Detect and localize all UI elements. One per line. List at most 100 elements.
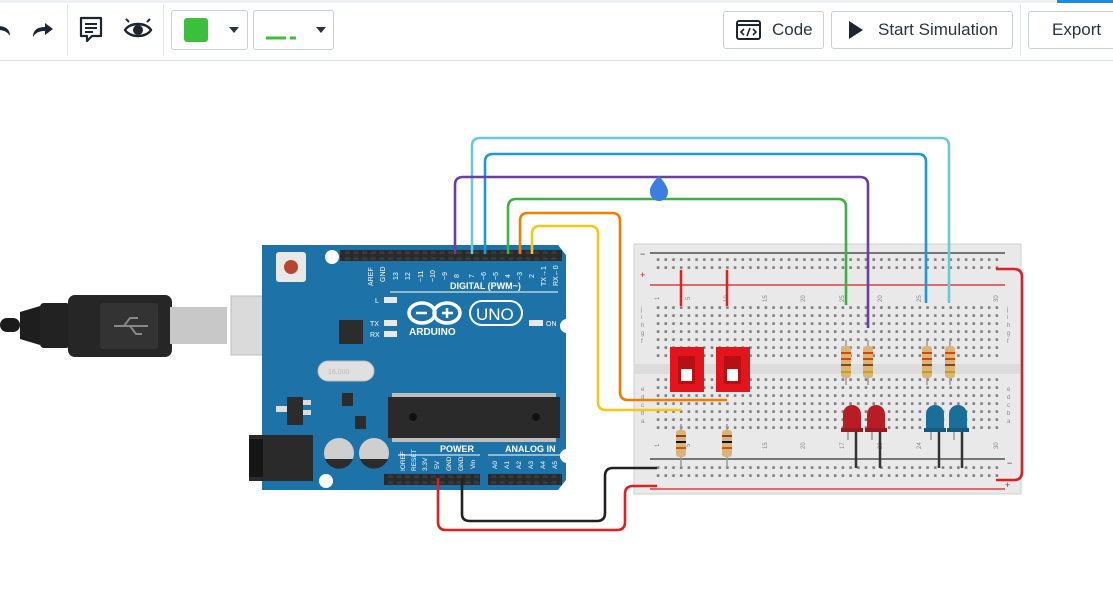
svg-text:A0: A0 <box>492 461 499 469</box>
svg-text:GND: GND <box>380 266 387 282</box>
svg-text:−: − <box>1007 458 1012 468</box>
svg-text:h: h <box>1007 323 1010 329</box>
svg-text:8: 8 <box>454 274 461 278</box>
svg-text:e: e <box>1007 387 1011 393</box>
wire-type-dropdown[interactable] <box>253 10 334 50</box>
svg-text:Vin: Vin <box>470 459 477 469</box>
svg-text:a: a <box>641 419 645 425</box>
svg-text:b: b <box>641 411 645 417</box>
svg-text:RESET: RESET <box>411 449 418 471</box>
led-red[interactable] <box>865 405 887 468</box>
wire-red[interactable] <box>996 267 1024 482</box>
export-button[interactable]: Export <box>1028 11 1113 49</box>
color-picker-dropdown[interactable] <box>171 10 248 50</box>
wire-bend-handle[interactable] <box>649 176 668 201</box>
svg-text:d: d <box>641 395 644 401</box>
svg-text:i: i <box>1007 315 1008 321</box>
resistor[interactable] <box>863 340 873 385</box>
dip-switch[interactable] <box>670 347 704 392</box>
digital-pins-label: DIGITAL (PWM~) <box>450 281 521 291</box>
svg-text:5: 5 <box>686 296 692 300</box>
digital-pin-labels: AREF GND 13 12 ~11 ~10 ~9 8 7 ~6 ~5 4 ~3… <box>368 265 560 286</box>
svg-text:25: 25 <box>840 295 846 302</box>
svg-text:1: 1 <box>655 443 661 447</box>
svg-text:TX→1: TX→1 <box>541 266 548 286</box>
circuit-canvas[interactable]: DIGITAL (PWM~) AREF GND 13 12 ~11 ~10 ~9… <box>0 61 1113 594</box>
resistor[interactable] <box>676 424 686 466</box>
wire-yellow[interactable] <box>530 224 681 412</box>
undo-arrow-icon[interactable] <box>0 14 18 46</box>
wire-style-icon <box>266 28 296 46</box>
led-blue[interactable] <box>947 405 969 468</box>
svg-text:2: 2 <box>529 274 536 278</box>
resistor[interactable] <box>922 340 932 385</box>
dip-switch[interactable] <box>716 347 750 392</box>
on-led-label: ON <box>546 321 557 328</box>
svg-text:AREF: AREF <box>368 267 375 286</box>
svg-text:12: 12 <box>405 272 412 280</box>
svg-text:j: j <box>640 307 642 313</box>
svg-text:c: c <box>1007 403 1010 409</box>
wire-light-blue[interactable] <box>470 136 951 303</box>
code-button[interactable]: Code <box>723 11 824 49</box>
svg-text:a: a <box>1007 419 1011 425</box>
arduino-brand-label: ARDUINO <box>409 327 456 338</box>
resistor[interactable] <box>945 340 955 385</box>
eye-icon[interactable] <box>123 14 153 46</box>
play-icon <box>849 21 863 39</box>
svg-text:5V: 5V <box>434 460 441 469</box>
svg-text:20: 20 <box>801 442 807 449</box>
svg-text:30: 30 <box>994 442 1000 449</box>
redo-arrow-icon[interactable] <box>27 14 57 46</box>
usb-symbol-icon <box>114 317 148 335</box>
svg-text:30: 30 <box>994 295 1000 302</box>
svg-text:A3: A3 <box>528 461 535 469</box>
svg-text:e: e <box>641 387 645 393</box>
svg-text:c: c <box>641 403 644 409</box>
resistor[interactable] <box>722 424 732 466</box>
notes-icon[interactable] <box>76 14 106 46</box>
chevron-down-icon <box>316 27 326 33</box>
svg-text:~10: ~10 <box>430 270 437 282</box>
svg-text:A2: A2 <box>516 461 523 469</box>
code-icon <box>736 20 761 40</box>
usb-cable[interactable] <box>0 295 280 357</box>
svg-text:3.3V: 3.3V <box>422 457 429 471</box>
wire-red[interactable] <box>436 478 657 532</box>
svg-text:f: f <box>1007 339 1009 345</box>
resistor[interactable] <box>841 340 851 385</box>
svg-text:15: 15 <box>763 442 769 449</box>
start-simulation-button[interactable]: Start Simulation <box>831 11 1013 49</box>
svg-text:4: 4 <box>505 274 512 278</box>
svg-text:IOREF: IOREF <box>400 451 407 471</box>
wire-green[interactable] <box>506 197 848 305</box>
svg-text:g: g <box>1007 331 1010 337</box>
svg-text:20: 20 <box>878 295 884 302</box>
wire-blue[interactable] <box>483 152 928 303</box>
svg-text:~11: ~11 <box>418 271 425 282</box>
wire-orange[interactable] <box>518 211 727 402</box>
svg-text:f: f <box>641 339 643 345</box>
svg-text:A1: A1 <box>504 461 511 469</box>
code-label: Code <box>772 20 813 39</box>
toolbar: Code Start Simulation Export <box>0 0 1113 61</box>
led-red[interactable] <box>841 405 863 468</box>
svg-text:~3: ~3 <box>517 272 524 280</box>
rx-label: RX <box>370 332 380 339</box>
svg-text:25: 25 <box>917 295 923 302</box>
export-label: Export <box>1052 20 1102 39</box>
start-simulation-label: Start Simulation <box>878 20 998 39</box>
svg-text:1: 1 <box>655 296 661 300</box>
wire-black[interactable] <box>460 466 657 523</box>
top-strip <box>0 0 1113 3</box>
uno-model-label: UNO <box>476 305 514 324</box>
svg-text:GND: GND <box>458 456 465 471</box>
led-blue[interactable] <box>924 405 946 468</box>
svg-text:GND: GND <box>446 456 453 471</box>
power-jumper-wires[interactable] <box>679 270 729 306</box>
arduino-uno-board[interactable]: DIGITAL (PWM~) AREF GND 13 12 ~11 ~10 ~9… <box>249 245 574 490</box>
wire-purple[interactable] <box>453 175 870 328</box>
svg-text:20: 20 <box>801 295 807 302</box>
